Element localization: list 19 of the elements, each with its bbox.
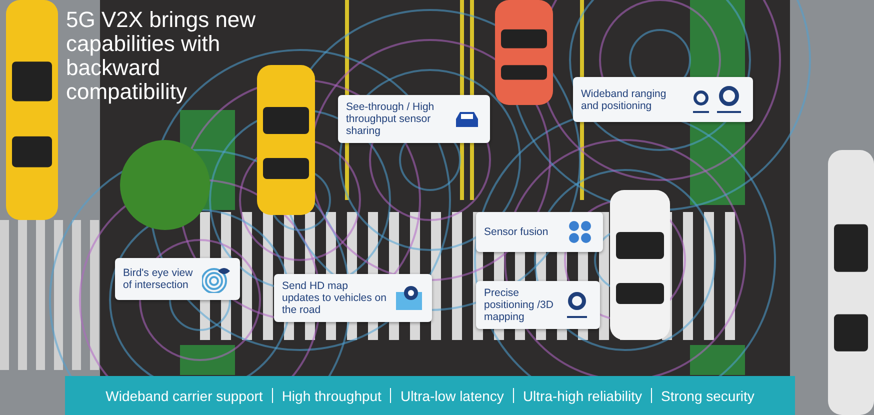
callout-text: Precise positioning /3D mapping: [484, 287, 554, 323]
callout-text: Wideband ranging and positioning: [581, 88, 668, 112]
callout-box: [476, 281, 600, 329]
banner-text: Ultra-low latency: [399, 388, 505, 404]
title: 5G V2X brings new capabilities with backward compatibility: [66, 8, 256, 104]
callout-box: [476, 212, 603, 252]
callout-box: [115, 258, 240, 300]
banner-text: Wideband carrier support: [104, 388, 264, 404]
callout-box: [338, 95, 490, 143]
banner-text: Ultra-high reliability: [522, 388, 643, 404]
callout-box: [274, 274, 432, 322]
banner-text: Strong security: [660, 388, 756, 404]
callout-text: Bird's eye view of intersection: [123, 267, 194, 291]
callout-text: Send HD map updates to vehicles on the road: [282, 280, 388, 316]
feature-banner: [65, 376, 795, 415]
callout-text: See-through / High throughput sensor sharing: [346, 101, 436, 137]
callout-text: Sensor fusion: [484, 226, 550, 238]
banner-text: High throughput: [280, 388, 382, 404]
callout-box: [573, 77, 753, 122]
